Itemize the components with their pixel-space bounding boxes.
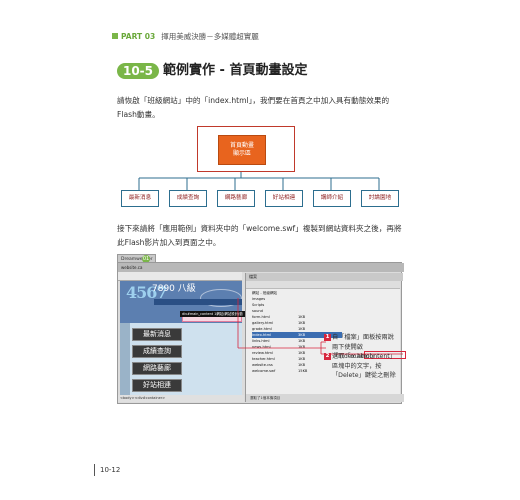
nav-button-news[interactable]: 最新消息: [132, 328, 182, 341]
files-panel-toolbar: [246, 281, 400, 289]
intro-paragraph: 請恢啟「班級網站」中的「index.html」，我們要在首頁之中加入具有動態效果…: [117, 96, 390, 119]
diagram-node-teacher: 講師介紹: [313, 190, 351, 207]
section-title: 範例實作 - 首頁動畫設定: [163, 63, 308, 78]
nav-button-grades[interactable]: 成績查詢: [132, 345, 182, 358]
note-badge-1: 1: [324, 334, 331, 341]
file-row[interactable]: sound: [252, 309, 263, 313]
design-view: 4567 7890 八級 最新消息 成績查詢 網路藝廊 好站相連 div#mai…: [120, 281, 245, 396]
home-node-line2: 顯示區: [232, 150, 251, 157]
section-number-badge: 10-5: [117, 63, 159, 79]
document-tab[interactable]: website.ca: [121, 265, 143, 270]
page-number: 10-12: [94, 464, 120, 476]
note-1: 自「檔案」面板按兩說兩下使開啟「index.html」: [332, 334, 394, 360]
home-animation-node: 首頁動畫顯示區: [218, 135, 266, 165]
files-panel-status: 選取了1個本機項目: [246, 394, 404, 402]
document-toolbar: [118, 272, 242, 281]
file-row[interactable]: 網站 - 班級網站: [252, 291, 278, 295]
files-panel-title[interactable]: 檔案: [246, 273, 403, 281]
flash-digits: 4567: [126, 283, 168, 302]
part-label: PART 03: [121, 32, 156, 41]
diagram-node-forum: 討論園地: [361, 190, 399, 207]
home-node-line1: 首頁動畫: [229, 142, 254, 149]
diagram-connectors: [138, 163, 380, 190]
running-header: PART 03 揮用美威決勝－多媒體超實麗: [112, 31, 259, 42]
flash-small-text: 7890 八級: [152, 284, 196, 294]
nav-button-links[interactable]: 好站相連: [132, 379, 182, 392]
diagram-node-links: 好站相連: [265, 190, 303, 207]
dreamweaver-screenshot: website.ca 4567 7890 八級 最新消息 成績查詢 網路藝廊 好…: [117, 262, 406, 404]
files-list: 網站 - 班級網站 images Scripts sound form.html…: [252, 290, 342, 374]
document-tab-bar: website.ca: [118, 263, 404, 272]
file-row[interactable]: images: [252, 297, 266, 301]
diagram-node-grades: 成績查詢: [169, 190, 207, 207]
screenshot-step-number: 01: [142, 255, 150, 263]
nav-button-gallery[interactable]: 網路藝廊: [132, 362, 182, 375]
file-row[interactable]: Scripts: [252, 303, 265, 307]
diagram-node-gallery: 網路藝廊: [217, 190, 255, 207]
part-square-icon: [112, 33, 118, 39]
instruction-paragraph: 接下來請將「應用範例」資料夾中的「welcome.swf」複製到網站資料夾之後，…: [117, 224, 402, 247]
note-2: 選取「maincontent」區塊中的文字，按「Delete」鍵從之刪除: [332, 353, 396, 379]
left-column: [120, 323, 130, 396]
site-structure-diagram: 首頁動畫顯示區 最新消息 成績查詢 網路藝廊 好站相連 講師介紹 討論園地: [117, 126, 417, 212]
part-title: 揮用美威決勝－多媒體超實麗: [161, 32, 259, 41]
note-badge-2: 2: [324, 353, 331, 360]
tag-selector-status: <body><div#container>: [118, 395, 244, 402]
flash-swirl-decoration: [200, 289, 242, 307]
index-html-highlight: [364, 351, 406, 359]
element-tooltip: div#main_content 1網站(網站設計)動: [180, 311, 245, 317]
diagram-node-news: 最新消息: [121, 190, 159, 207]
banner-bar: [154, 299, 242, 305]
files-panel: 檔案 網站 - 班級網站 images Scripts sound form.h…: [245, 273, 404, 402]
